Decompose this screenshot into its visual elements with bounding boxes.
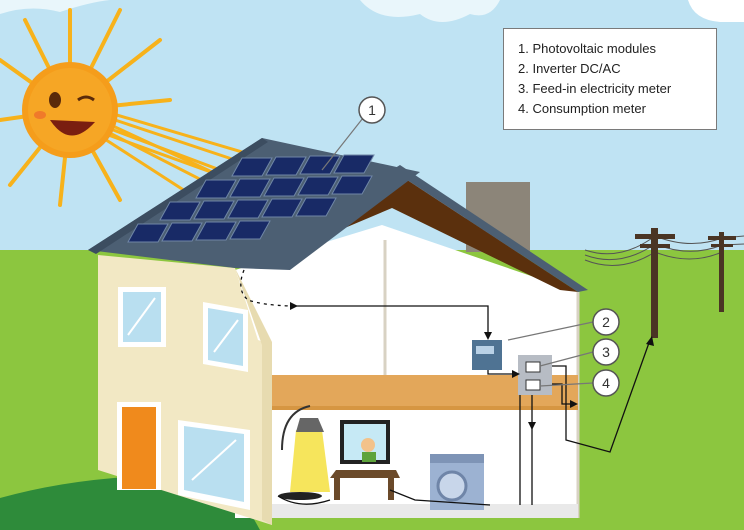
solar-panel — [193, 200, 235, 220]
utility-pole — [635, 228, 675, 338]
front-door — [117, 402, 161, 490]
solar-panel — [195, 179, 237, 199]
floor-lamp — [278, 405, 330, 500]
callout-3-label: 3 — [602, 344, 610, 360]
window-upper-right — [203, 302, 248, 372]
solar-panel — [333, 154, 375, 174]
solar-panel — [265, 156, 307, 176]
legend-item-feed-in-meter: 3. Feed-in electricity meter — [518, 81, 672, 96]
callout-1: 1 — [358, 96, 386, 124]
first-floor — [272, 375, 578, 406]
cloud — [360, 0, 500, 22]
legend-item-photovoltaic-modules: 1. Photovoltaic modules — [518, 41, 657, 56]
wiring — [240, 269, 651, 506]
solar-panel — [195, 221, 237, 241]
solar-panel — [231, 157, 273, 177]
callout-1-label: 1 — [368, 102, 376, 118]
callout-2: 2 — [592, 308, 620, 336]
solar-panel — [263, 177, 305, 197]
inverter-box — [472, 340, 502, 370]
wiring-arrows — [290, 302, 654, 430]
meter-panel — [518, 355, 552, 395]
cloud — [0, 0, 110, 14]
roof-edge — [392, 165, 588, 292]
callout-2-label: 2 — [602, 314, 610, 330]
legend-item-inverter: 2. Inverter DC/AC — [518, 61, 621, 76]
solar-panel — [161, 222, 203, 242]
solar-panel — [297, 176, 339, 196]
solar-panel — [331, 175, 373, 195]
solar-panel — [261, 198, 303, 218]
solar-panel — [229, 178, 271, 198]
solar-panel — [159, 201, 201, 221]
solar-panel — [295, 197, 337, 217]
television — [330, 420, 400, 500]
photovoltaic-modules — [127, 154, 375, 243]
solar-panel — [229, 220, 271, 240]
callout-4-label: 4 — [602, 375, 610, 391]
ground-floor — [272, 504, 578, 518]
utility-pole-distant — [708, 232, 736, 312]
window-lower — [178, 420, 250, 510]
solar-panel — [127, 223, 169, 243]
window-upper-left — [118, 287, 166, 347]
legend-box: 1. Photovoltaic modules 2. Inverter DC/A… — [503, 28, 717, 130]
washing-machine — [430, 454, 484, 510]
callout-3: 3 — [592, 338, 620, 366]
callout-leaders — [321, 117, 594, 387]
attic-underside — [340, 170, 578, 292]
cloud — [688, 0, 744, 22]
callout-4: 4 — [592, 369, 620, 397]
legend-item-consumption-meter: 4. Consumption meter — [518, 101, 646, 116]
solar-panel — [227, 199, 269, 219]
